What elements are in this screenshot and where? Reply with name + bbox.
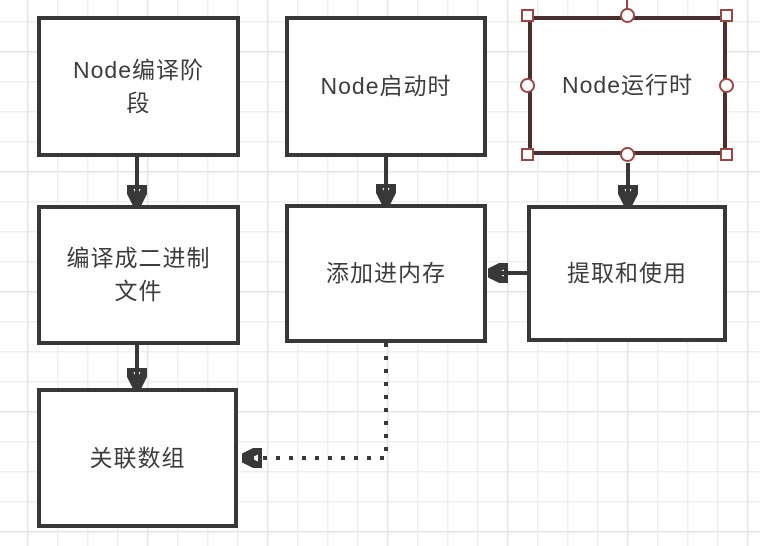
node-extract-use[interactable]: 提取和使用 — [527, 205, 727, 342]
node-compile-stage[interactable]: Node编译阶 段 — [37, 16, 240, 157]
node-compile-binary[interactable]: 编译成二进制 文件 — [37, 205, 240, 345]
selection-handle-bottom-left[interactable] — [521, 148, 534, 161]
selection-handle-bottom-center[interactable] — [620, 147, 635, 162]
selection-handle-top-right[interactable] — [720, 9, 733, 22]
node-compile-binary-label: 编译成二进制 文件 — [66, 245, 211, 304]
node-assoc-array-label: 关联数组 — [89, 444, 186, 471]
selection-handle-right-center[interactable] — [719, 78, 734, 93]
node-startup[interactable]: Node启动时 — [285, 16, 487, 157]
edge-add-memory-to-assoc-array-dotted[interactable] — [244, 343, 388, 458]
node-compile-stage-label: Node编译阶 段 — [73, 56, 204, 116]
node-extract-use-label: 提取和使用 — [567, 260, 687, 286]
selection-handle-bottom-right[interactable] — [720, 148, 733, 161]
node-startup-label: Node启动时 — [320, 73, 452, 99]
selection-handle-top-center[interactable] — [620, 8, 635, 23]
selection-handle-left-center[interactable] — [520, 78, 535, 93]
node-runtime-label: Node运行时 — [562, 72, 693, 98]
node-add-memory[interactable]: 添加进内存 — [285, 204, 487, 343]
node-assoc-array[interactable]: 关联数组 — [37, 388, 238, 528]
rotation-handle-stem — [626, 0, 628, 9]
node-add-memory-label: 添加进内存 — [326, 260, 446, 286]
selection-handle-top-left[interactable] — [521, 9, 534, 22]
